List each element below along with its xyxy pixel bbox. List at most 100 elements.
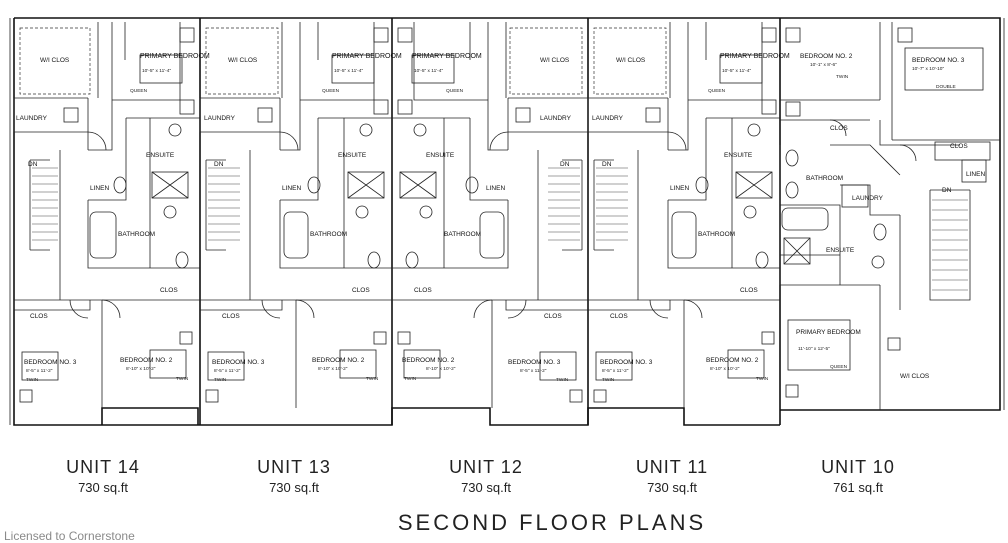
svg-text:TWIN: TWIN xyxy=(836,74,849,80)
unit-11-wi-clos-label: W/I CLOS xyxy=(616,57,646,64)
unit-13-plan: W/I CLOS PRIMARY BEDROOM 10'-5" x 11'-4"… xyxy=(199,22,402,408)
svg-text:QUEEN: QUEEN xyxy=(130,88,148,94)
svg-text:BATHROOM: BATHROOM xyxy=(118,231,155,238)
unit-11-bedroom-b-label: BEDROOM NO. 2 xyxy=(706,357,759,364)
unit-14-bedroom-a-dim: 8'-5" x 11'-2" xyxy=(26,368,53,374)
unit-12-primary-bedroom-label: PRIMARY BEDROOM xyxy=(412,53,482,60)
svg-text:730 sq.ft: 730 sq.ft xyxy=(269,480,319,495)
unit-13-bedroom-b-dim: 8'-10" x 10'-2" xyxy=(318,366,348,372)
svg-text:BATHROOM: BATHROOM xyxy=(698,231,735,238)
svg-text:QUEEN: QUEEN xyxy=(446,88,464,94)
svg-text:TWIN: TWIN xyxy=(556,377,569,383)
unit-14-bedroom-b-label: BEDROOM NO. 2 xyxy=(120,357,173,364)
unit-12-bathroom-label: BATHROOM xyxy=(444,231,481,238)
unit-13-dn-label: DN xyxy=(214,161,224,168)
svg-text:W/I CLOS: W/I CLOS xyxy=(40,57,70,64)
svg-text:SECOND FLOOR PLANS: SECOND FLOOR PLANS xyxy=(398,510,706,535)
svg-text:10'-5" x 11'-4": 10'-5" x 11'-4" xyxy=(414,68,443,74)
svg-text:BEDROOM NO. 3: BEDROOM NO. 3 xyxy=(508,359,561,366)
svg-text:LINEN: LINEN xyxy=(90,185,109,192)
svg-text:BEDROOM NO. 3: BEDROOM NO. 3 xyxy=(212,359,265,366)
svg-text:761 sq.ft: 761 sq.ft xyxy=(833,480,883,495)
unit-14-primary-bedroom-label: PRIMARY BEDROOM xyxy=(140,53,210,60)
svg-text:LAUNDRY: LAUNDRY xyxy=(540,115,572,122)
svg-text:UNIT 11: UNIT 11 xyxy=(636,457,708,477)
unit-12-name: UNIT 12 xyxy=(449,457,523,477)
unit-10-ensuite-label: ENSUITE xyxy=(826,247,855,254)
svg-text:10'-7" x 10'-10": 10'-7" x 10'-10" xyxy=(912,66,944,72)
svg-text:PRIMARY BEDROOM: PRIMARY BEDROOM xyxy=(140,53,210,60)
unit-13-queen-label: QUEEN xyxy=(322,88,340,94)
unit-12-plan: W/I CLOS PRIMARY BEDROOM 10'-5" x 11'-4"… xyxy=(392,22,589,408)
unit-13-linen-label: LINEN xyxy=(282,185,301,192)
svg-text:BEDROOM NO. 2: BEDROOM NO. 2 xyxy=(706,357,759,364)
unit-14-queen-label: QUEEN xyxy=(130,88,148,94)
unit-13-laundry-label: LAUNDRY xyxy=(204,115,236,122)
unit-10-clos-a-label: CLOS xyxy=(830,125,848,132)
svg-text:BEDROOM NO. 2: BEDROOM NO. 2 xyxy=(800,53,853,60)
svg-text:TWIN: TWIN xyxy=(214,377,227,383)
unit-11-primary-dim: 10'-5" x 11'-4" xyxy=(722,68,751,74)
svg-text:QUEEN: QUEEN xyxy=(322,88,340,94)
svg-text:TWIN: TWIN xyxy=(176,376,189,382)
building-outline xyxy=(9,17,1005,426)
unit-11-bedroom-a-label: BEDROOM NO. 3 xyxy=(600,359,653,366)
svg-text:ENSUITE: ENSUITE xyxy=(724,152,753,159)
unit-10-bathroom-label: BATHROOM xyxy=(806,175,843,182)
svg-text:10'-5" x 11'-4": 10'-5" x 11'-4" xyxy=(722,68,751,74)
unit-10-area: 761 sq.ft xyxy=(833,480,883,495)
unit-14-clos-a-label: CLOS xyxy=(30,313,48,320)
svg-text:TWIN: TWIN xyxy=(756,376,769,382)
unit-13-bedroom-a-label: BEDROOM NO. 3 xyxy=(212,359,265,366)
unit-12-ensuite-label: ENSUITE xyxy=(426,152,455,159)
svg-text:8'-5" x 11'-2": 8'-5" x 11'-2" xyxy=(602,368,629,374)
unit-11-queen-label: QUEEN xyxy=(708,88,726,94)
unit-12-bedroom-b-label: BEDROOM NO. 3 xyxy=(508,359,561,366)
svg-text:BEDROOM NO. 2: BEDROOM NO. 2 xyxy=(402,357,455,364)
svg-text:BATHROOM: BATHROOM xyxy=(806,175,843,182)
unit-12-queen-label: QUEEN xyxy=(446,88,464,94)
unit-12-bedroom-b-bed: TWIN xyxy=(556,377,569,383)
svg-text:10'-1" x 8'-6": 10'-1" x 8'-6" xyxy=(810,62,837,68)
unit-12-bedroom-a-dim: 8'-10" x 10'-2" xyxy=(426,366,456,372)
unit-labels: UNIT 14 730 sq.ft UNIT 13 730 sq.ft UNIT… xyxy=(66,457,894,495)
unit-13-primary-dim: 10'-5" x 11'-4" xyxy=(334,68,363,74)
unit-13-bedroom-a-bed: TWIN xyxy=(214,377,227,383)
svg-text:TWIN: TWIN xyxy=(404,376,417,382)
unit-11-bedroom-a-dim: 8'-5" x 11'-2" xyxy=(602,368,629,374)
unit-11-bedroom-b-dim: 8'-10" x 10'-2" xyxy=(710,366,740,372)
svg-text:LINEN: LINEN xyxy=(486,185,505,192)
unit-10-bedroom2-dim: 10'-1" x 8'-6" xyxy=(810,62,837,68)
unit-12-laundry-label: LAUNDRY xyxy=(540,115,572,122)
unit-11-laundry-label: LAUNDRY xyxy=(592,115,624,122)
svg-text:DN: DN xyxy=(28,161,38,168)
unit-14-plan: W/I CLOS PRIMARY BEDROOM 10'-5" x 11'-4"… xyxy=(13,22,210,408)
unit-14-name: UNIT 14 xyxy=(66,457,140,477)
svg-text:8'-10" x 10'-2": 8'-10" x 10'-2" xyxy=(318,366,348,372)
svg-text:8'-10" x 10'-2": 8'-10" x 10'-2" xyxy=(710,366,740,372)
unit-14-bedroom-b-bed: TWIN xyxy=(176,376,189,382)
svg-text:CLOS: CLOS xyxy=(160,287,178,294)
unit-12-bedroom-b-dim: 8'-5" x 11'-2" xyxy=(520,368,547,374)
unit-10-linen-label: LINEN xyxy=(966,171,985,178)
unit-14-bedroom-a-label: BEDROOM NO. 3 xyxy=(24,359,77,366)
unit-11-clos-b-label: CLOS xyxy=(740,287,758,294)
svg-text:ENSUITE: ENSUITE xyxy=(426,152,455,159)
svg-text:730 sq.ft: 730 sq.ft xyxy=(647,480,697,495)
unit-14-bedroom-a-bed: TWIN xyxy=(26,377,39,383)
svg-text:TWIN: TWIN xyxy=(366,376,379,382)
unit-10-bedroom3-dim: 10'-7" x 10'-10" xyxy=(912,66,944,72)
svg-text:UNIT 14: UNIT 14 xyxy=(66,457,140,477)
svg-text:ENSUITE: ENSUITE xyxy=(338,152,367,159)
unit-13-clos-b-label: CLOS xyxy=(352,287,370,294)
svg-text:UNIT 13: UNIT 13 xyxy=(257,457,331,477)
unit-12-wi-clos-label: W/I CLOS xyxy=(540,57,570,64)
unit-13-bathroom-label: BATHROOM xyxy=(310,231,347,238)
svg-text:8'-5" x 11'-2": 8'-5" x 11'-2" xyxy=(214,368,241,374)
unit-12-linen-label: LINEN xyxy=(486,185,505,192)
unit-14-bathroom-label: BATHROOM xyxy=(118,231,155,238)
unit-11-clos-a-label: CLOS xyxy=(610,313,628,320)
svg-text:10'-5" x 11'-4": 10'-5" x 11'-4" xyxy=(334,68,363,74)
unit-13-bedroom-b-bed: TWIN xyxy=(366,376,379,382)
